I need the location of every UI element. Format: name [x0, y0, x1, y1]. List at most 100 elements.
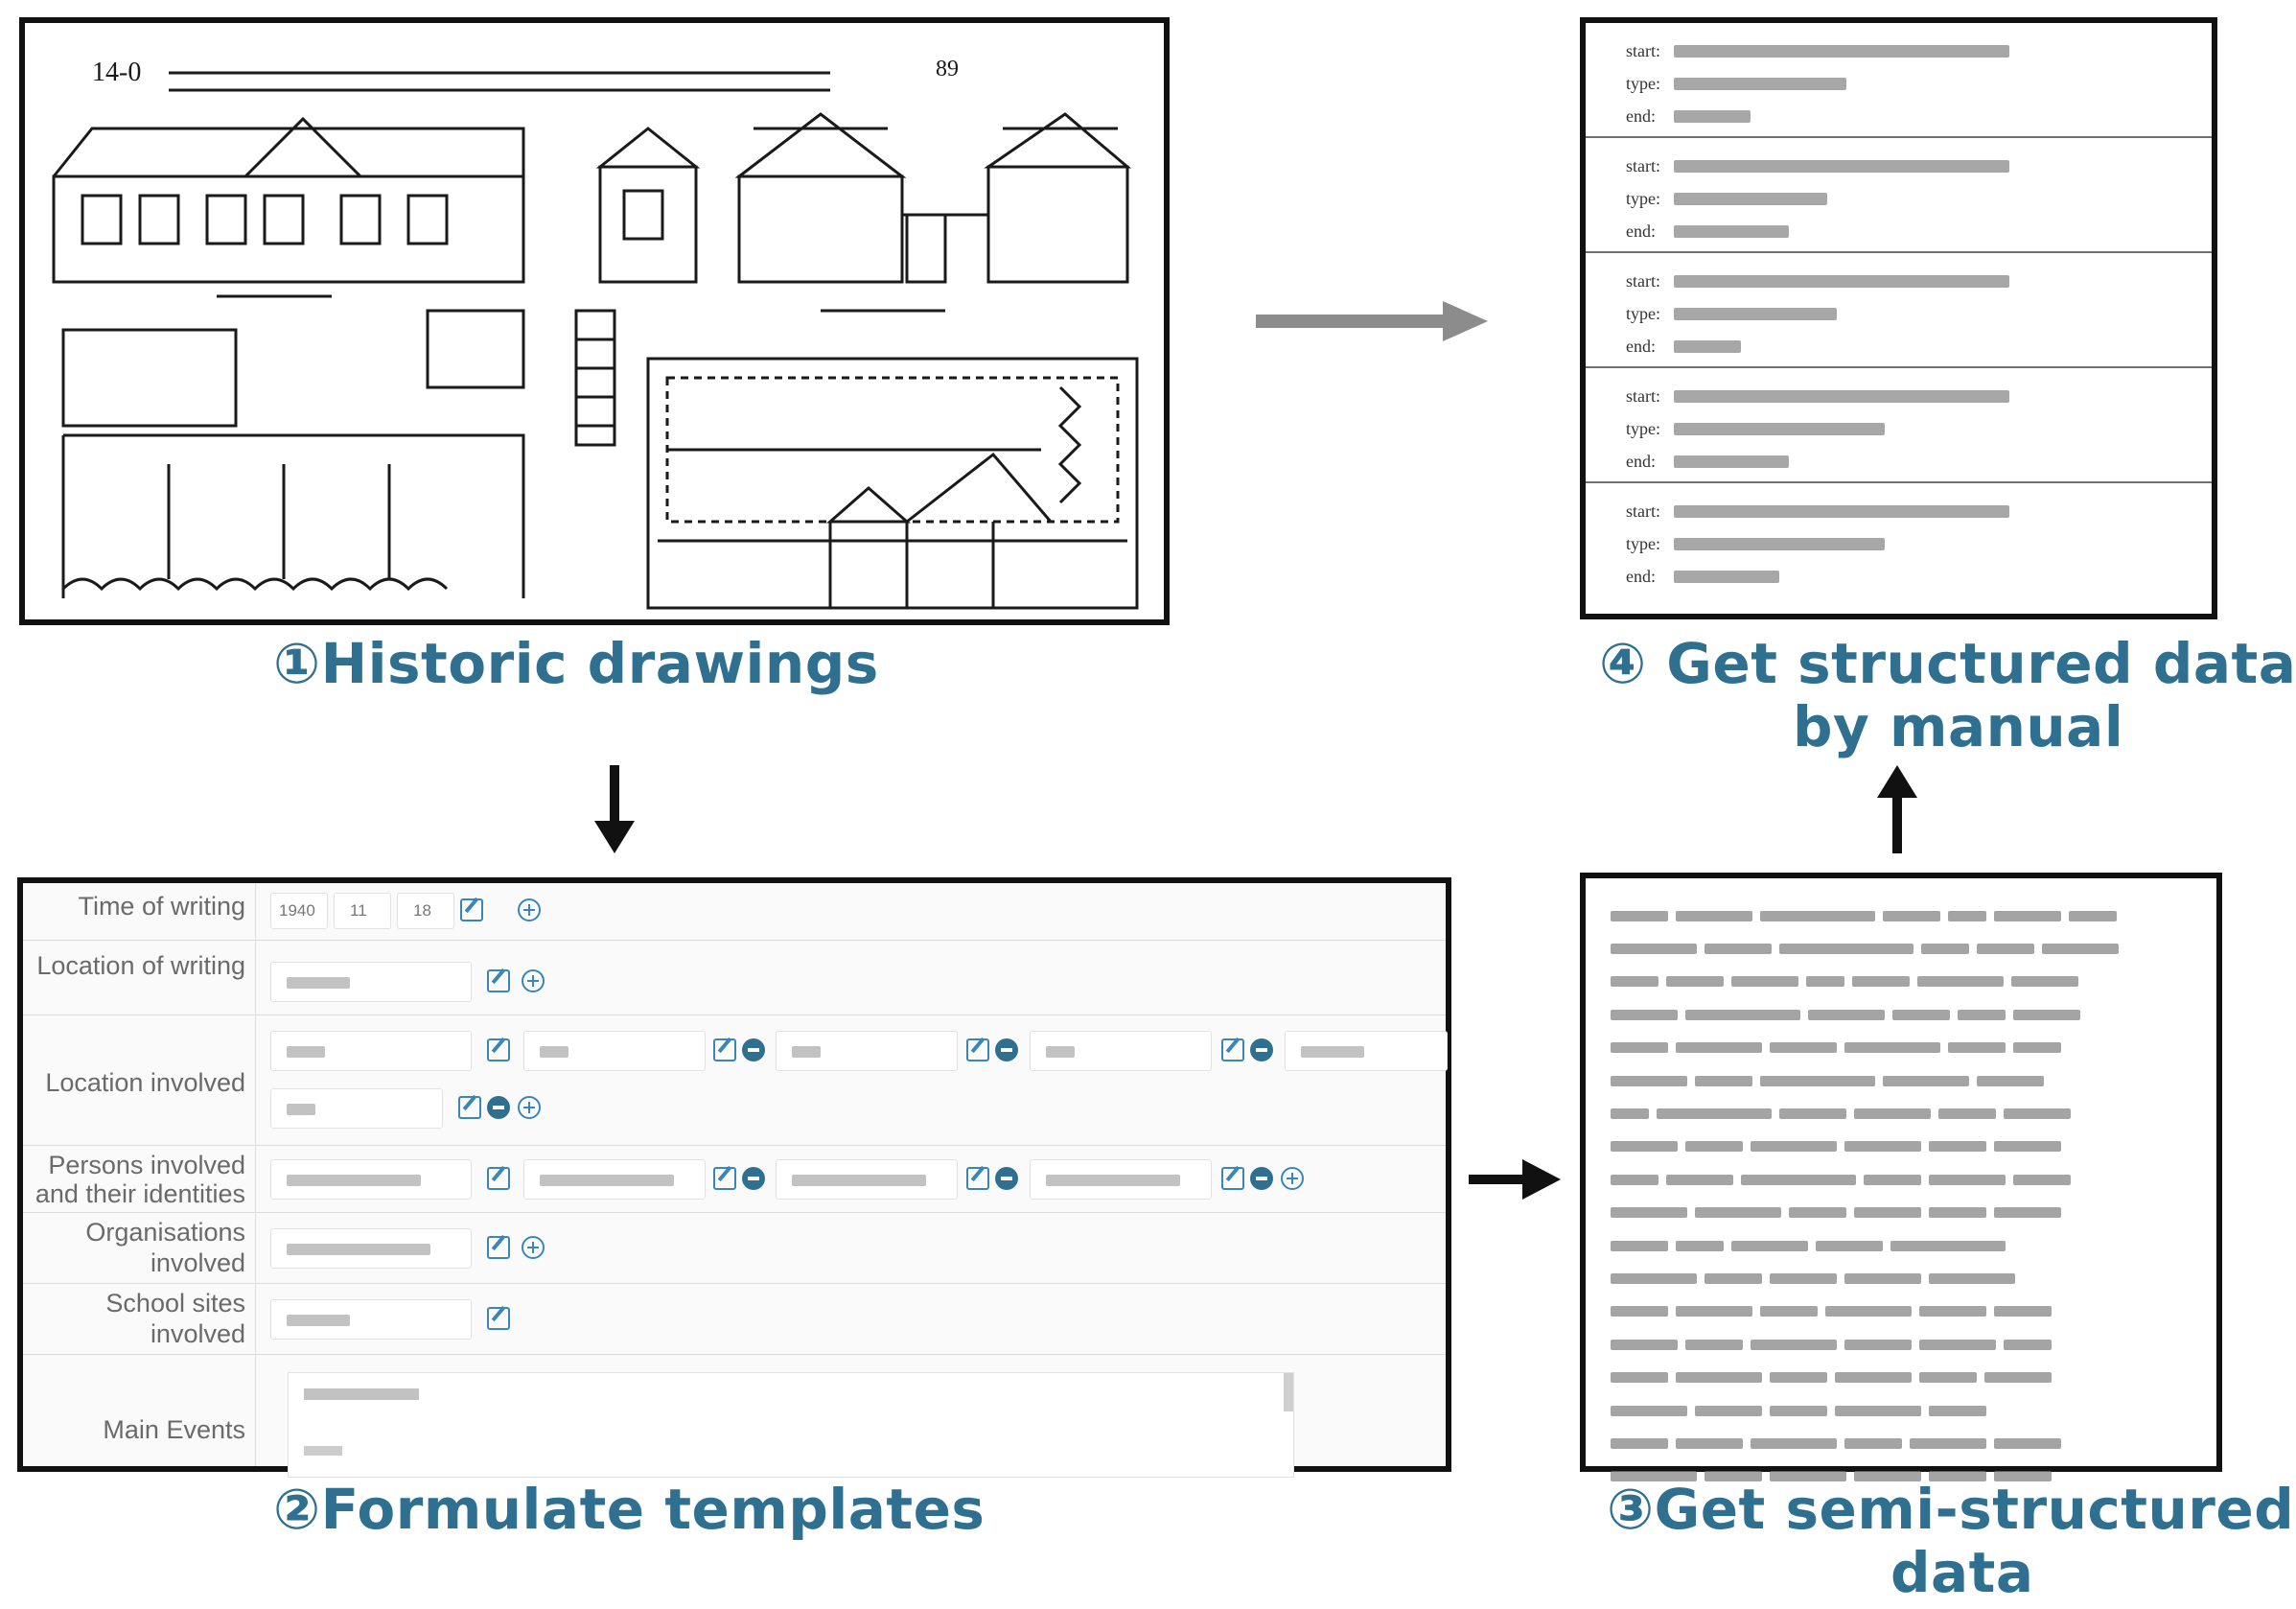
record-value: [1674, 504, 2009, 518]
arrow-down-black: [594, 765, 635, 853]
remove-circle-icon[interactable]: [742, 1038, 765, 1061]
field-label: Main Events: [103, 1415, 245, 1444]
json-text-segment: [1760, 1306, 1818, 1318]
json-text-segment: [1770, 1272, 1837, 1284]
json-text-segment: [1611, 1405, 1687, 1416]
record-value: [1674, 192, 1827, 205]
person-input[interactable]: [776, 1159, 958, 1200]
edit-icon[interactable]: [713, 1167, 736, 1190]
json-text-segment: [1994, 1141, 2061, 1153]
json-text-segment: [1994, 1471, 2052, 1482]
month-input[interactable]: 11: [334, 893, 391, 929]
edit-icon[interactable]: [966, 1167, 989, 1190]
organisation-input[interactable]: [270, 1228, 472, 1269]
json-text-segment: [1852, 976, 1910, 988]
json-text-segment: [1994, 1207, 2061, 1219]
json-text-segment: [1611, 1174, 1658, 1185]
json-text-segment: [1611, 976, 1658, 988]
year-input[interactable]: 1940: [270, 893, 328, 929]
remove-circle-icon[interactable]: [995, 1038, 1018, 1061]
add-circle-icon[interactable]: [518, 1096, 541, 1119]
json-text-segment: [1864, 1174, 1921, 1185]
drawing-number-left: 14-0: [92, 58, 141, 87]
location-involved-input[interactable]: [523, 1031, 706, 1071]
json-text-line: [1611, 1262, 2195, 1294]
json-text-segment: [2013, 1174, 2071, 1185]
remove-circle-icon[interactable]: [995, 1167, 1018, 1190]
record-value: [1674, 109, 1751, 123]
json-text-segment: [1705, 1471, 1762, 1482]
json-text-segment: [1854, 1108, 1931, 1120]
remove-circle-icon[interactable]: [1250, 1038, 1273, 1061]
edit-icon[interactable]: [487, 969, 510, 992]
remove-circle-icon[interactable]: [487, 1096, 510, 1119]
textarea-scrollbar[interactable]: [1284, 1373, 1293, 1411]
remove-circle-icon[interactable]: [1250, 1167, 1273, 1190]
add-circle-icon[interactable]: [522, 1236, 545, 1259]
json-text-segment: [1760, 910, 1875, 921]
json-text-segment: [1695, 1405, 1762, 1416]
record-value: [1674, 537, 1885, 550]
person-input[interactable]: [1030, 1159, 1212, 1200]
person-input[interactable]: [523, 1159, 706, 1200]
edit-icon[interactable]: [487, 1307, 510, 1330]
json-text-segment: [1994, 1437, 2061, 1449]
caption-formulate-templates: ②Formulate templates: [273, 1477, 986, 1542]
json-text-segment: [1919, 1306, 1986, 1318]
json-text-segment: [1929, 1272, 2015, 1284]
json-text-segment: [1808, 1009, 1885, 1020]
caption-structured-line2: by manual: [1793, 694, 2124, 759]
record-key: start:: [1626, 385, 1660, 406]
json-text-segment: [1611, 910, 1668, 921]
person-input[interactable]: [270, 1159, 472, 1200]
add-circle-icon[interactable]: [518, 898, 541, 921]
json-text-segment: [1984, 1372, 2052, 1384]
edit-icon[interactable]: [713, 1038, 736, 1061]
field-label: involved: [150, 1319, 245, 1348]
edit-icon[interactable]: [1221, 1167, 1244, 1190]
location-involved-input[interactable]: [1285, 1031, 1448, 1071]
location-of-writing-input[interactable]: [270, 962, 472, 1002]
location-involved-input[interactable]: [1030, 1031, 1212, 1071]
location-involved-input[interactable]: [270, 1031, 472, 1071]
location-involved-input[interactable]: [270, 1088, 443, 1129]
json-text-line: [1611, 932, 2195, 965]
add-circle-icon[interactable]: [522, 969, 545, 992]
record-key: type:: [1626, 303, 1660, 323]
json-text-segment: [1816, 1240, 1883, 1251]
semi-structured-data-panel: [1580, 873, 2222, 1482]
json-text-segment: [1611, 1108, 1649, 1120]
edit-icon[interactable]: [460, 898, 483, 921]
day-input[interactable]: 18: [397, 893, 454, 929]
add-circle-icon[interactable]: [1281, 1167, 1304, 1190]
edit-icon[interactable]: [487, 1167, 510, 1190]
edit-icon[interactable]: [487, 1038, 510, 1061]
json-text-segment: [1994, 1306, 2052, 1318]
main-events-textarea[interactable]: [288, 1372, 1294, 1478]
school-site-input[interactable]: [270, 1299, 472, 1340]
remove-circle-icon[interactable]: [742, 1167, 765, 1190]
edit-icon[interactable]: [487, 1236, 510, 1259]
record-key: type:: [1626, 533, 1660, 553]
edit-icon[interactable]: [458, 1096, 481, 1119]
location-involved-input[interactable]: [776, 1031, 958, 1071]
json-text-segment: [1676, 910, 1752, 921]
json-text-segment: [1731, 976, 1798, 988]
edit-icon[interactable]: [1221, 1038, 1244, 1061]
json-text-segment: [1685, 1009, 1800, 1020]
json-text-line: [1611, 1032, 2195, 1064]
json-text-line: [1611, 998, 2195, 1031]
json-text-segment: [1929, 1471, 1986, 1482]
json-text-segment: [1760, 1075, 1875, 1086]
edit-icon[interactable]: [966, 1038, 989, 1061]
record-key: type:: [1626, 188, 1660, 208]
json-text-line: [1611, 899, 2195, 932]
arrow-up-black: [1877, 765, 1917, 853]
json-text-segment: [1676, 1437, 1743, 1449]
record-value: [1674, 274, 2009, 288]
record-value: [1674, 339, 1741, 353]
json-text-segment: [1770, 1471, 1846, 1482]
json-text-segment: [1958, 1009, 2006, 1020]
caption-structured-line1: ④ Get structured data: [1599, 631, 2296, 696]
json-text-line: [1611, 1197, 2195, 1229]
